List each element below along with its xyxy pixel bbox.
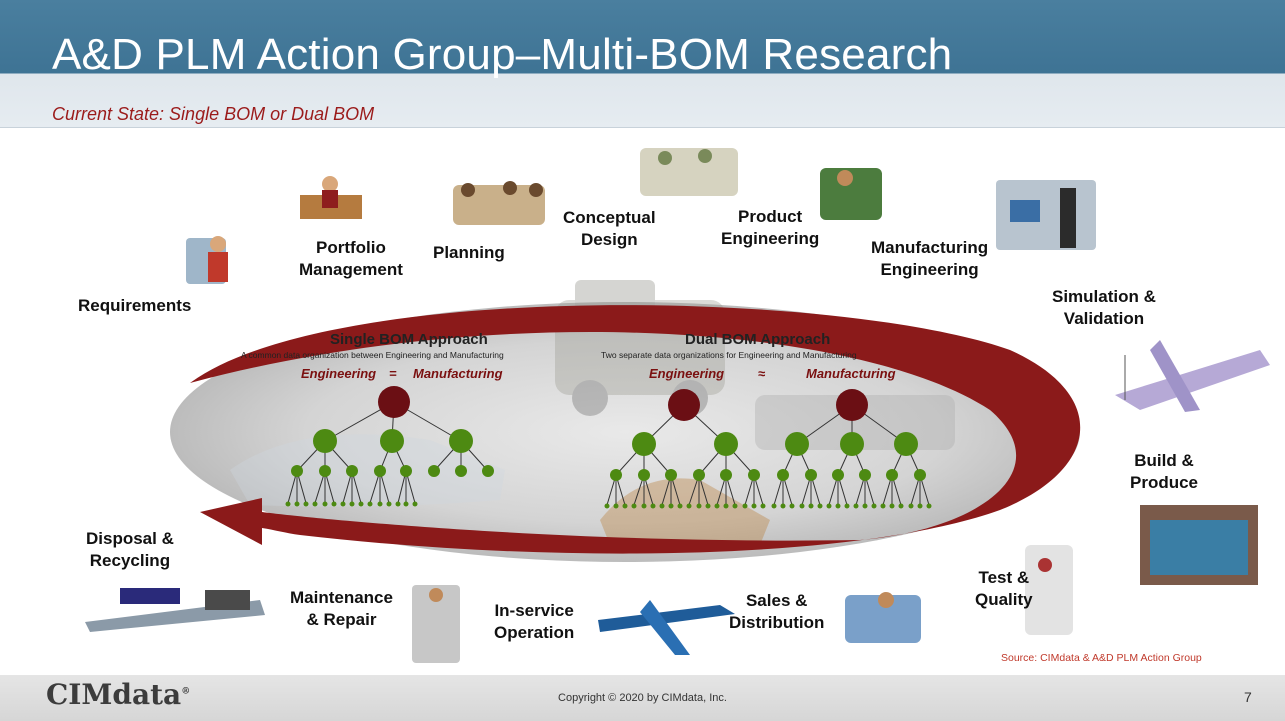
stage-simulation-validation: Simulation &Validation	[1052, 287, 1156, 328]
disposal-clipart	[85, 588, 265, 632]
footer-bar	[0, 675, 1285, 721]
single-bom-title: Single BOM Approach	[330, 331, 488, 348]
page-number: 7	[1244, 689, 1252, 705]
lifecycle-arrow	[190, 305, 1081, 554]
maintenance-clipart	[412, 585, 460, 663]
title-banner	[0, 0, 1285, 128]
aircraft-simulation-clipart	[1115, 340, 1270, 412]
planning-clipart	[453, 181, 545, 225]
stage-test-quality: Test &Quality	[975, 568, 1033, 609]
requirements-clipart	[186, 236, 228, 284]
slide-title: A&D PLM Action Group–Multi-BOM Research	[52, 30, 953, 79]
single-bom-manufacturing-label: Manufacturing	[413, 366, 503, 381]
dual-bom-description: Two separate data organizations for Engi…	[601, 350, 857, 360]
stage-planning: Planning	[433, 243, 505, 262]
stage-requirements: Requirements	[78, 296, 192, 315]
factory-clipart	[1140, 505, 1258, 585]
dual-bom-nodes-manufacturing	[771, 389, 932, 509]
bom-background-oval	[170, 302, 1080, 562]
dual-bom-approx: ≈	[758, 366, 766, 381]
slide-subtitle: Current State: Single BOM or Dual BOM	[52, 104, 375, 124]
conceptual-clipart	[640, 148, 738, 196]
portfolio-clipart	[300, 176, 362, 219]
product-clipart	[820, 168, 882, 220]
single-bom-description: A common data organization between Engin…	[241, 350, 504, 360]
dual-bom-engineering-label: Engineering	[649, 366, 725, 381]
dual-bom-title: Dual BOM Approach	[685, 331, 831, 348]
dual-bom-nodes-engineering	[604, 389, 766, 509]
stage-sales-distribution: Sales &Distribution	[729, 591, 825, 632]
stage-build-produce: Build &Produce	[1130, 451, 1199, 492]
copyright-text: Copyright © 2020 by CIMdata, Inc.	[558, 692, 727, 704]
single-bom-nodes	[285, 386, 494, 507]
cimdata-logo: CIMdata®	[46, 678, 191, 711]
airplane-clipart	[598, 600, 735, 655]
single-bom-engineering-label: Engineering	[301, 366, 377, 381]
test-clipart	[1025, 545, 1073, 635]
sales-clipart	[845, 592, 921, 643]
single-bom-equals: =	[389, 366, 397, 381]
manufacturing-clipart	[996, 180, 1096, 250]
stage-maintenance-repair: Maintenance& Repair	[290, 588, 393, 629]
dual-bom-manufacturing-label: Manufacturing	[806, 366, 896, 381]
stage-disposal-recycling: Disposal &Recycling	[86, 529, 174, 570]
source-note: Source: CIMdata & A&D PLM Action Group	[1001, 652, 1202, 664]
